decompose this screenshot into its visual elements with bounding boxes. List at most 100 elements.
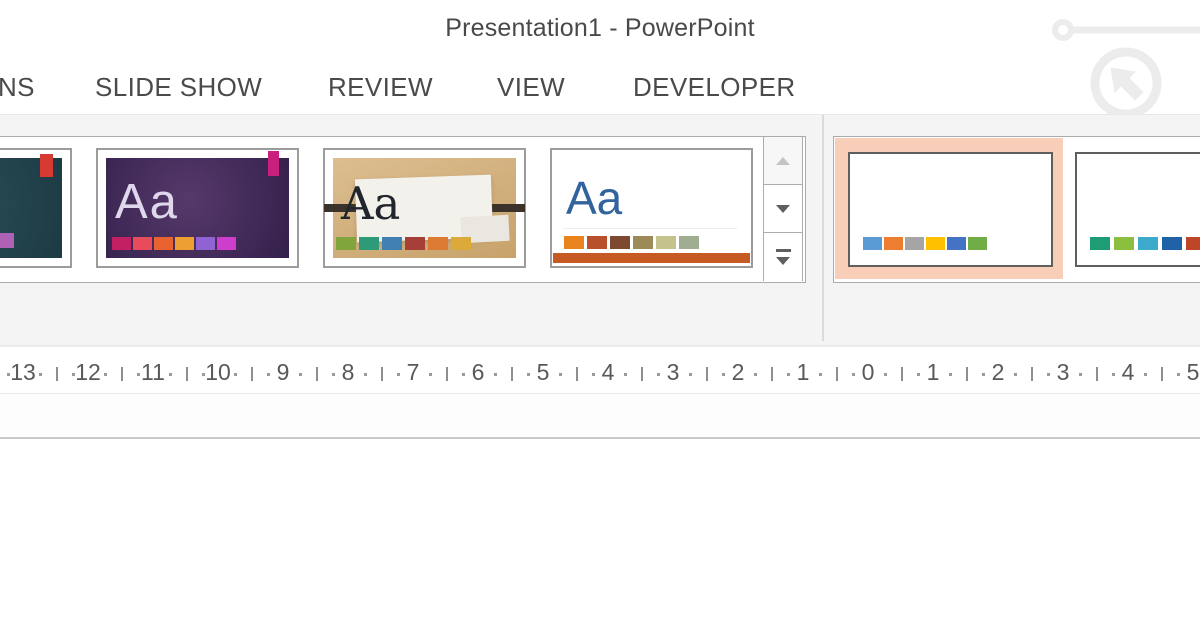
theme-accent-tab bbox=[268, 151, 279, 176]
theme-thumbnail-ion-boardroom[interactable]: Aa bbox=[96, 148, 299, 268]
theme-thumbnail-wood-type[interactable]: Aa bbox=[323, 148, 526, 268]
ruler-number: 2 bbox=[731, 359, 745, 385]
theme-sample-text: Aa bbox=[341, 177, 401, 230]
slide-editing-area bbox=[0, 439, 1200, 630]
color-swatch bbox=[359, 237, 379, 250]
ruler-tick bbox=[916, 373, 920, 376]
color-swatch bbox=[154, 237, 173, 250]
triangle-down-icon bbox=[776, 256, 790, 265]
ruler-number: 0 bbox=[861, 359, 875, 385]
color-swatch bbox=[1162, 237, 1182, 250]
window-title: Presentation1 - PowerPoint bbox=[445, 14, 755, 42]
ruler-tick bbox=[526, 373, 530, 376]
color-swatch bbox=[451, 237, 471, 250]
themes-gallery-scrollbar bbox=[763, 136, 803, 281]
ruler-tick bbox=[71, 373, 75, 376]
color-swatch bbox=[217, 237, 236, 250]
tab-review[interactable]: REVIEW bbox=[328, 72, 433, 102]
color-swatch bbox=[905, 237, 924, 250]
ruler-tick bbox=[754, 373, 758, 376]
color-swatch bbox=[587, 236, 607, 249]
ruler-number: 5 bbox=[536, 359, 550, 385]
ruler-tick bbox=[624, 373, 628, 376]
ruler-number: 1 bbox=[796, 359, 810, 385]
ruler-tick bbox=[786, 373, 790, 376]
gallery-scroll-down-button[interactable] bbox=[764, 184, 802, 233]
color-swatch bbox=[133, 237, 152, 250]
color-swatch bbox=[405, 237, 425, 250]
ruler-tick bbox=[1014, 373, 1018, 376]
ruler-tick bbox=[1079, 373, 1083, 376]
ruler-number: 5 bbox=[1186, 359, 1200, 385]
color-swatch bbox=[382, 237, 402, 250]
ruler-number: 4 bbox=[1121, 359, 1135, 385]
ruler-tick bbox=[656, 373, 660, 376]
ruler-tick bbox=[104, 373, 108, 376]
tab-view[interactable]: VIEW bbox=[497, 72, 566, 102]
ruler-tick bbox=[1095, 367, 1098, 381]
theme-thumbnail-white-orange[interactable]: Aa bbox=[550, 148, 753, 268]
ruler-tick bbox=[494, 373, 498, 376]
tab-developer[interactable]: DEVELOPER bbox=[633, 72, 796, 102]
ruler-number: 1 bbox=[926, 359, 940, 385]
ruler-number: 3 bbox=[666, 359, 680, 385]
ruler-tick bbox=[445, 367, 448, 381]
theme-thumbnail-dark-teal[interactable] bbox=[0, 148, 72, 268]
ruler-tick bbox=[185, 367, 188, 381]
ruler-tick bbox=[461, 373, 465, 376]
ruler-number: 4 bbox=[601, 359, 615, 385]
group-separator bbox=[822, 115, 824, 341]
gallery-more-button[interactable] bbox=[764, 232, 802, 281]
color-swatch bbox=[633, 236, 653, 249]
variant-thumbnail-green-blue[interactable] bbox=[1075, 152, 1200, 267]
ruler-tick bbox=[705, 367, 708, 381]
ruler-tick bbox=[315, 367, 318, 381]
ruler-tick bbox=[1176, 373, 1180, 376]
color-swatch bbox=[564, 236, 584, 249]
ribbon-tab-row: NS SLIDE SHOW REVIEW VIEW DEVELOPER bbox=[0, 60, 1200, 115]
color-swatch bbox=[428, 237, 448, 250]
ruler-number: 7 bbox=[406, 359, 420, 385]
ruler-tick bbox=[1030, 367, 1033, 381]
theme-sample-text: Aa bbox=[115, 175, 179, 229]
ruler-tick bbox=[900, 367, 903, 381]
ruler-number: 3 bbox=[1056, 359, 1070, 385]
ruler-tick bbox=[1160, 367, 1163, 381]
ruler-tick bbox=[1144, 373, 1148, 376]
ruler-tick bbox=[299, 373, 303, 376]
ruler-number: 10 bbox=[205, 359, 231, 385]
theme-preview: Aa bbox=[324, 158, 525, 258]
theme-bottom-bar bbox=[553, 253, 750, 263]
ruler-tick bbox=[591, 373, 595, 376]
ruler-tick bbox=[884, 373, 888, 376]
ruler-tick bbox=[770, 367, 773, 381]
color-swatch bbox=[336, 237, 356, 250]
color-swatch bbox=[947, 237, 966, 250]
ruler-number: 6 bbox=[471, 359, 485, 385]
ruler-tick bbox=[689, 373, 693, 376]
variant-color-row bbox=[1090, 237, 1200, 250]
color-swatch bbox=[656, 236, 676, 249]
color-swatch bbox=[679, 236, 699, 249]
ruler-tick bbox=[364, 373, 368, 376]
theme-preview bbox=[0, 154, 62, 258]
ruler-tick bbox=[136, 373, 140, 376]
ruler-tick bbox=[331, 373, 335, 376]
tab-transitions-partial[interactable]: NS bbox=[0, 72, 35, 102]
theme-divider-line bbox=[563, 228, 737, 229]
ruler-number: 11 bbox=[141, 359, 165, 385]
color-swatch bbox=[196, 237, 215, 250]
tab-slide-show[interactable]: SLIDE SHOW bbox=[95, 72, 263, 102]
color-swatch bbox=[175, 237, 194, 250]
color-swatch bbox=[112, 237, 131, 250]
variant-thumbnail-office[interactable] bbox=[848, 152, 1053, 267]
color-swatch bbox=[610, 236, 630, 249]
theme-sample-text: Aa bbox=[566, 172, 623, 224]
color-swatch bbox=[863, 237, 882, 250]
ruler-tick bbox=[1111, 373, 1115, 376]
color-swatch bbox=[1090, 237, 1110, 250]
theme-color-row bbox=[336, 237, 474, 250]
gallery-scroll-up-button[interactable] bbox=[764, 137, 802, 184]
